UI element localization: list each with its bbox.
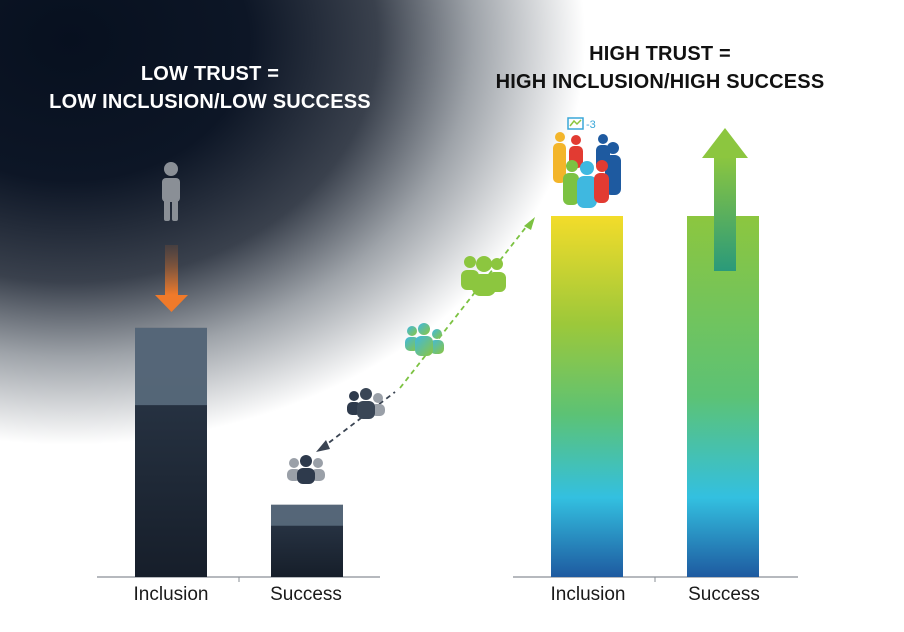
low-inclusion-bar-cap <box>135 327 207 406</box>
high-inclusion-bar <box>551 216 623 577</box>
tick-label-low-inclusion: Inclusion <box>133 584 209 605</box>
low-trust-title: LOW TRUST = LOW INCLUSION/LOW SUCCESS <box>40 60 380 116</box>
single-person-icon <box>162 162 180 221</box>
high-trust-title: HIGH TRUST = HIGH INCLUSION/HIGH SUCCESS <box>470 40 850 96</box>
group-icon-4 <box>461 256 506 296</box>
down-arrow-icon <box>155 245 188 312</box>
tick-label-high-inclusion: Inclusion <box>550 584 626 605</box>
low-trust-title-line2: LOW INCLUSION/LOW SUCCESS <box>49 91 371 113</box>
group-icon-1 <box>287 455 325 484</box>
trust-path-arrow <box>316 217 535 452</box>
team-collaboration-icon: -3 <box>553 117 621 208</box>
low-success-bar-cap <box>271 504 343 526</box>
tick-label-high-success: Success <box>688 584 760 605</box>
group-icon-2 <box>347 388 385 419</box>
tick-label-low-success: Success <box>270 584 342 605</box>
low-trust-title-line1: LOW TRUST = <box>140 63 280 85</box>
group-icon-3 <box>405 323 444 356</box>
high-trust-title-line2: HIGH INCLUSION/HIGH SUCCESS <box>495 71 825 93</box>
high-success-bar <box>687 216 759 577</box>
up-arrow-icon <box>702 128 748 271</box>
svg-text:-3: -3 <box>586 119 596 131</box>
high-trust-title-line1: HIGH TRUST = <box>589 43 731 65</box>
